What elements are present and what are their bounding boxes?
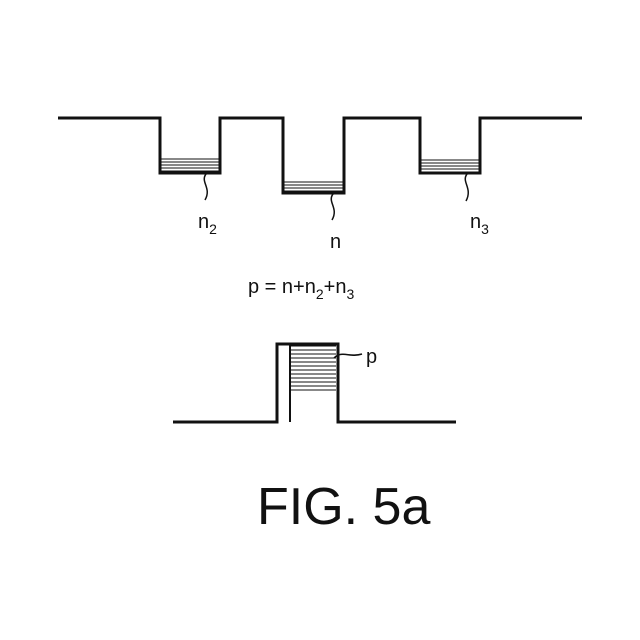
well-n2-fill [161, 159, 219, 171]
well-n3-fill [421, 160, 479, 169]
label-n: n [330, 231, 341, 253]
label-p: p [366, 346, 377, 368]
figure-caption: FIG. 5a [257, 478, 430, 536]
leader-line-n3 [465, 174, 468, 201]
label-n3: n3 [470, 211, 489, 237]
well-n-fill [284, 182, 343, 191]
leader-line-n2 [204, 174, 207, 200]
bottom-surface-profile [173, 344, 456, 422]
equation: p = n+n2+n3 [248, 276, 354, 302]
mesa-p-fill [290, 346, 336, 390]
label-n2: n2 [198, 211, 217, 237]
leader-line-n [331, 194, 334, 220]
